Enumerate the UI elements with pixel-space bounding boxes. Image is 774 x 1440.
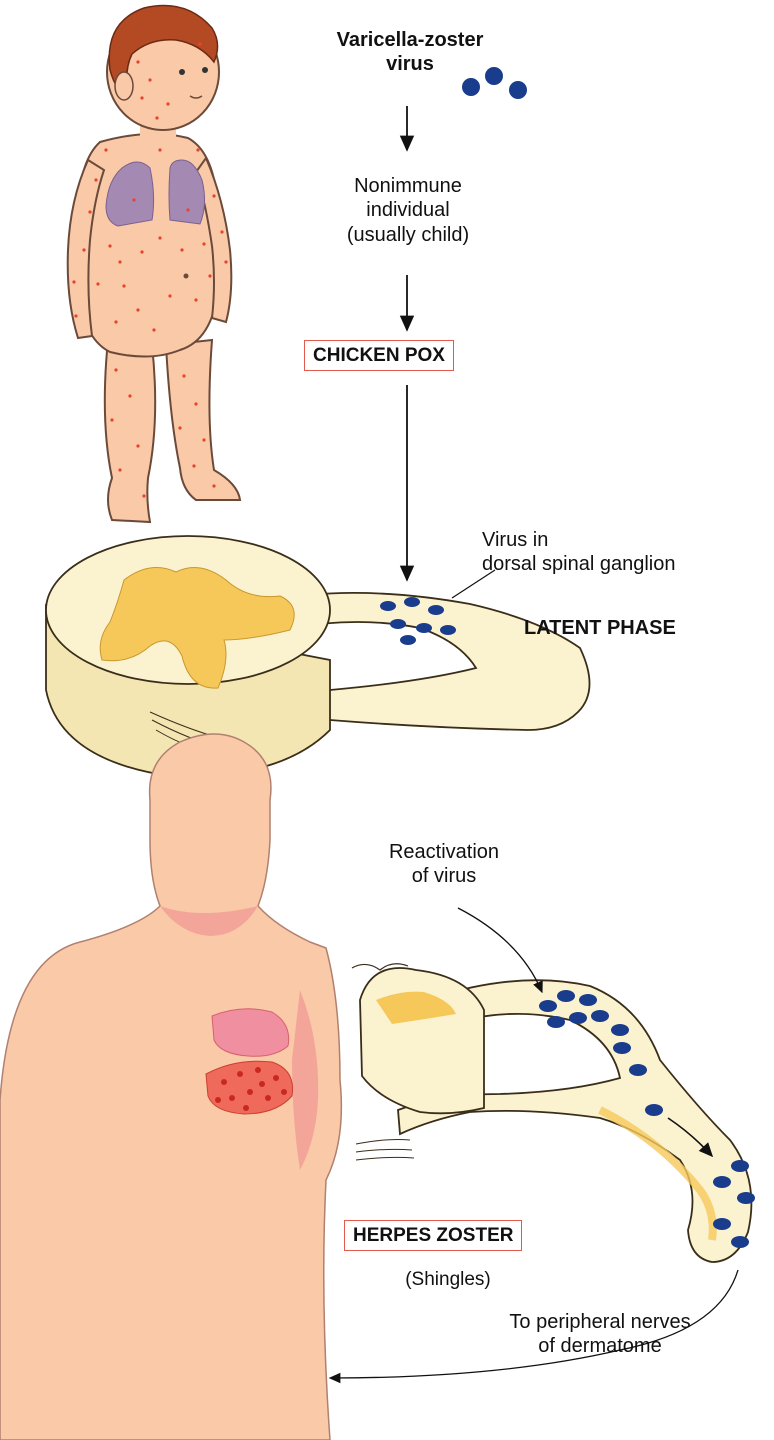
host-label: Nonimmune individual (usually child) [306, 174, 510, 247]
adult-torso-figure [0, 734, 341, 1440]
ganglion-label: Virus in dorsal spinal ganglion [482, 528, 772, 577]
chicken-pox-label: CHICKEN POX [304, 340, 454, 371]
reactivation-label: Reactivation of virus [354, 840, 534, 889]
shingles-label: (Shingles) [378, 1268, 518, 1291]
virus-label: Varicella-zoster virus [300, 28, 520, 77]
latent-phase-label: LATENT PHASE [524, 616, 754, 640]
spinal-cord-section-reactivation [352, 964, 755, 1262]
herpes-zoster-label: HERPES ZOSTER [344, 1220, 522, 1251]
peripheral-nerves-label: To peripheral nerves of dermatome [460, 1310, 740, 1359]
child-figure [68, 6, 240, 523]
